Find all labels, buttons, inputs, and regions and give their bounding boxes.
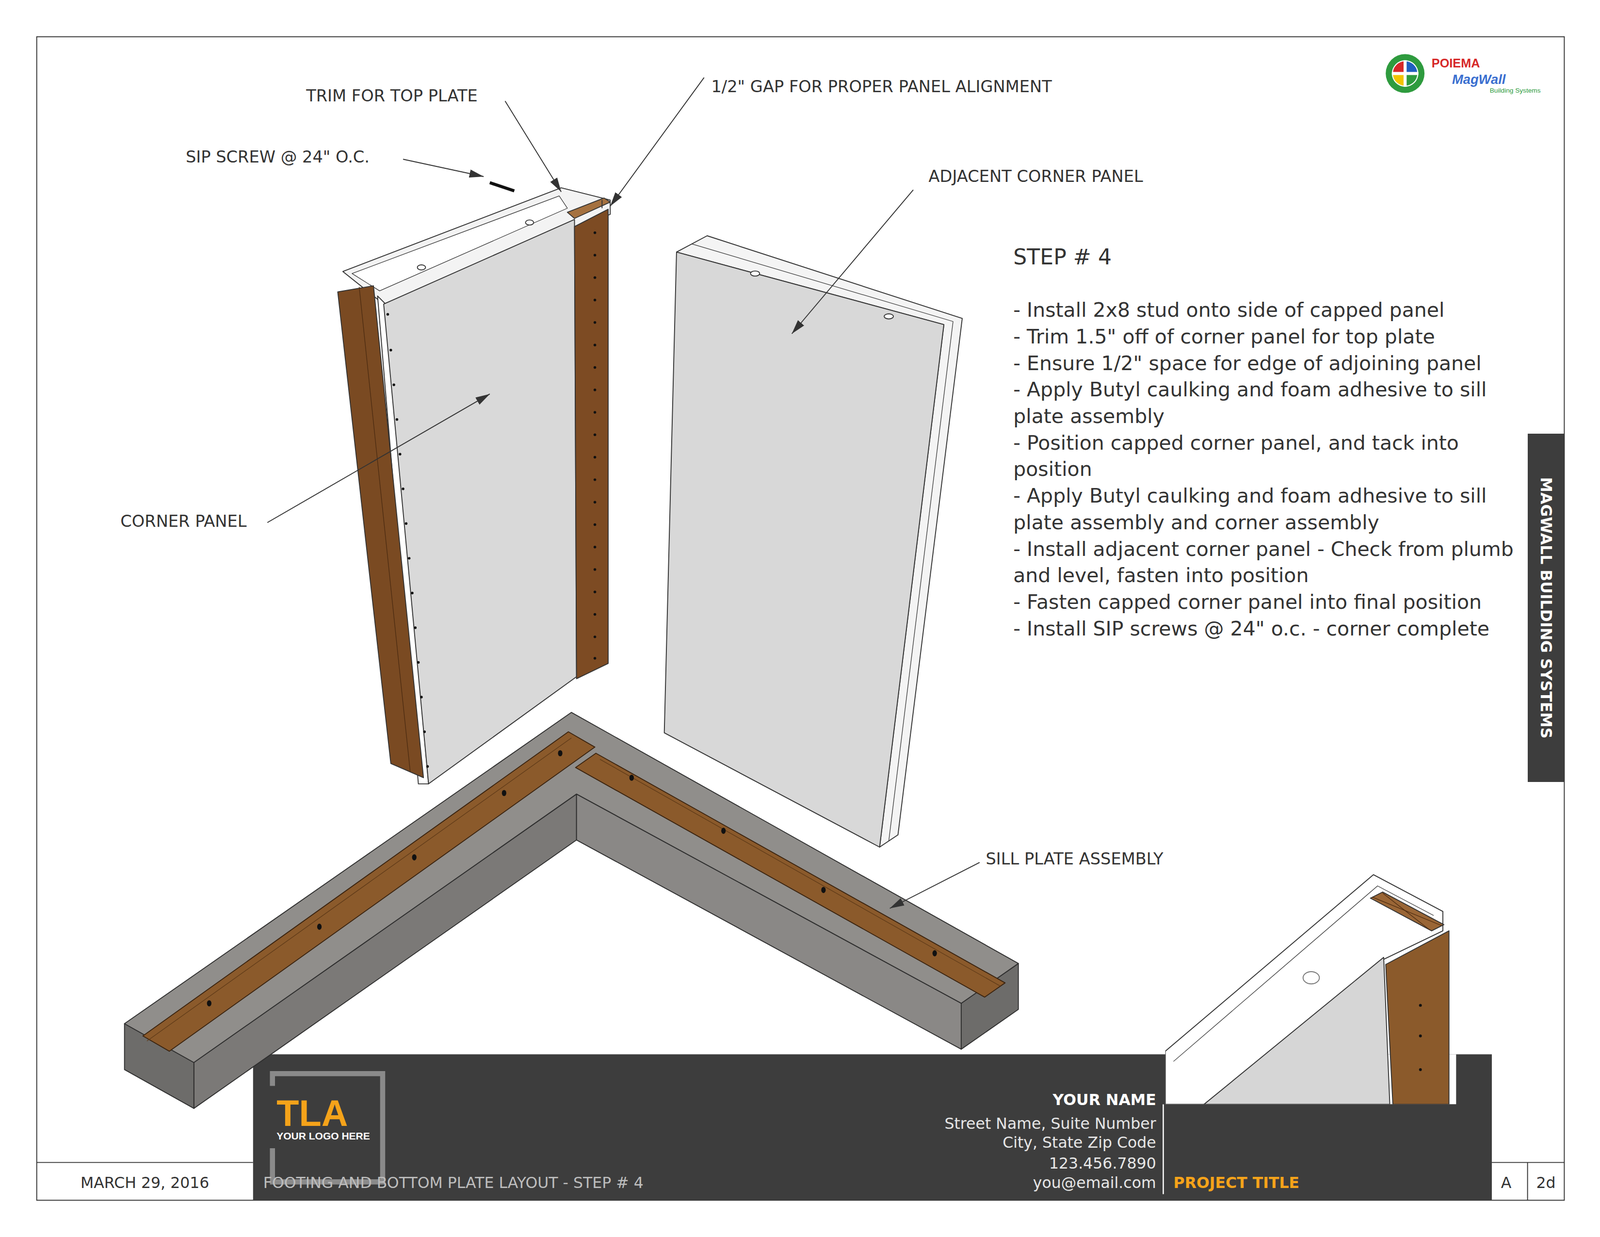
contact-line: Street Name, Suite Number (944, 1114, 1156, 1133)
sidebar-band: MAGWALL BUILDING SYSTEMS (1527, 433, 1565, 782)
project-title: PROJECT TITLE (1173, 1173, 1300, 1193)
brand-tagline: Building Systems (1489, 86, 1541, 95)
title-divider (1162, 1103, 1164, 1194)
corner-panel (337, 187, 611, 784)
sheet-frame (36, 36, 1565, 1201)
brand-name: POIEMA (1431, 55, 1481, 71)
sidebar-title: MAGWALL BUILDING SYSTEMS (1536, 476, 1556, 739)
cell-line (36, 1161, 254, 1163)
step-note: - Apply Butyl caulking and foam adhesive… (1013, 482, 1519, 536)
callout-label: ADJACENT CORNER PANEL (928, 166, 1144, 187)
leader-line (267, 77, 980, 909)
logo-text: TLA (276, 1091, 348, 1136)
step-note: - Position capped corner panel, and tack… (1013, 429, 1519, 483)
title-block: YOUR NAME Street Name, Suite NumberCity, … (253, 1053, 1492, 1200)
contact-line: you@email.com (1033, 1173, 1157, 1193)
step-heading: STEP # 4 (1013, 243, 1519, 271)
step-note: - Install SIP screws @ 24" o.c. - corner… (1013, 615, 1519, 643)
brand-name: MagWall (1452, 71, 1506, 88)
step-note: - Apply Butyl caulking and foam adhesive… (1013, 376, 1519, 430)
cell-line (1527, 1162, 1529, 1200)
callout-label: CORNER PANEL (120, 511, 247, 532)
logo-box: TLAYOUR LOGO HERE (272, 1073, 383, 1182)
logo-caption: YOUR LOGO HERE (276, 1129, 371, 1142)
adjacent-panel (664, 235, 963, 847)
contact-line: 123.456.7890 (1049, 1154, 1157, 1173)
notes-block: STEP # 4 - Install 2x8 stud onto side of … (1013, 243, 1519, 643)
callout-label: SIP SCREW @ 24" O.C. (185, 147, 370, 167)
contact-name: YOUR NAME (1052, 1090, 1157, 1110)
company-logo (1385, 54, 1425, 94)
step-note: - Ensure 1/2" space for edge of adjoinin… (1013, 350, 1519, 377)
sip-screw (489, 182, 515, 192)
contact-line: City, State Zip Code (1002, 1133, 1157, 1152)
callout-label: TRIM FOR TOP PLATE (306, 86, 478, 106)
callout-label: SILL PLATE ASSEMBLY (985, 849, 1164, 869)
step-note: - Trim 1.5" off of corner panel for top … (1013, 323, 1519, 351)
step-note: - Install adjacent corner panel - Check … (1013, 535, 1519, 589)
screw-dot (386, 231, 597, 768)
cell-line (1491, 1161, 1565, 1163)
inset-detail (1165, 874, 1457, 1104)
logo-frame (272, 1073, 383, 1182)
step-note: - Fasten capped corner panel into final … (1013, 588, 1519, 616)
sheet-cell: A (1501, 1173, 1512, 1193)
sheet-title: FOOTING AND BOTTOM PLATE LAYOUT - STEP #… (263, 1173, 644, 1193)
date-cell: MARCH 29, 2016 (80, 1173, 210, 1193)
callout-label: 1/2" GAP FOR PROPER PANEL ALIGNMENT (711, 77, 1052, 97)
sheet-cell: 2d (1535, 1173, 1556, 1193)
step-note: - Install 2x8 stud onto side of capped p… (1013, 296, 1519, 324)
